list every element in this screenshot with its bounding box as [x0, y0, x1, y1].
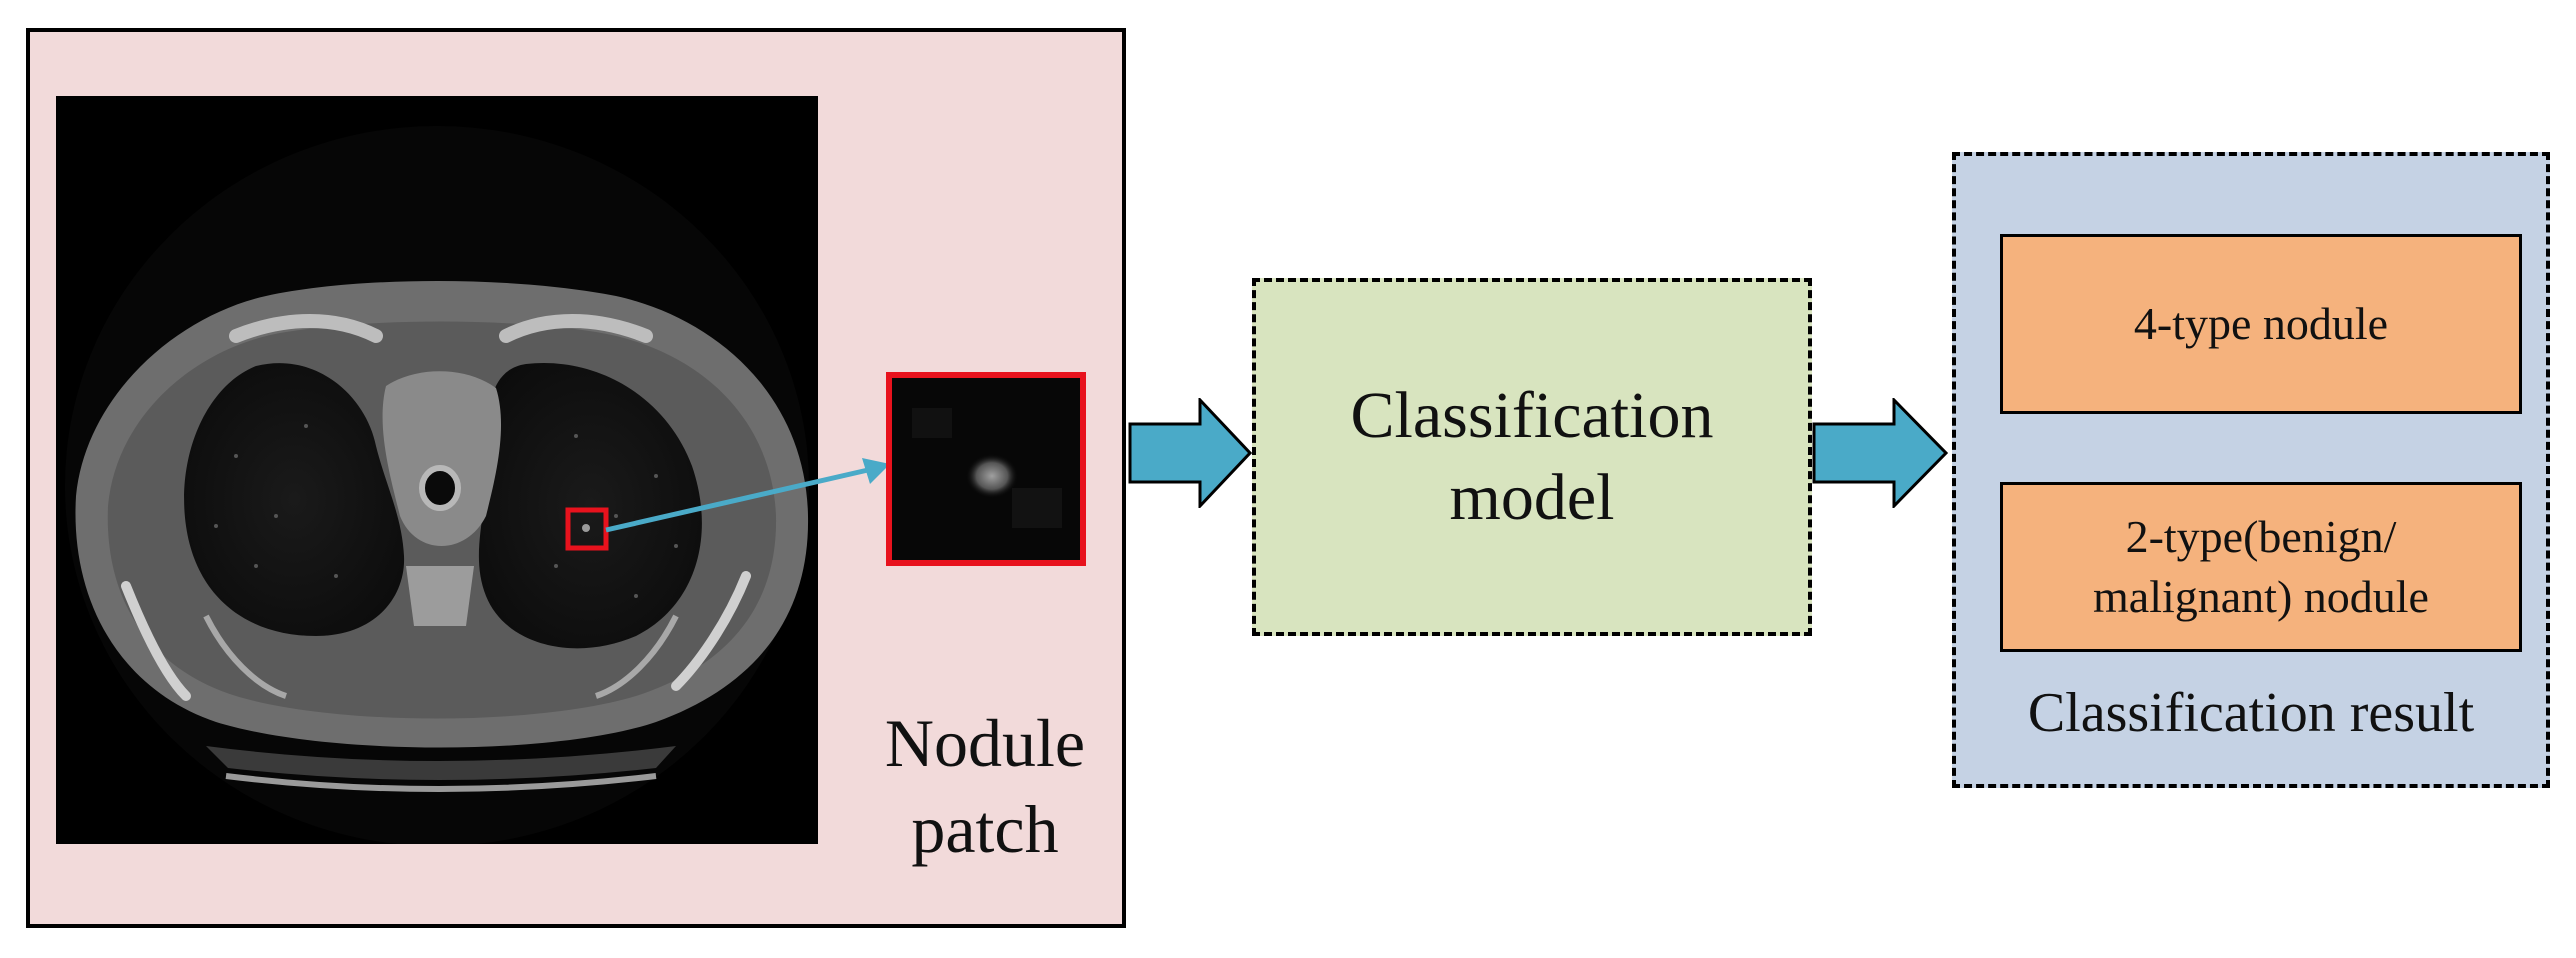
result-item-1-line1: 4-type nodule [2133, 298, 2389, 349]
nodule-patch-label: Nodule patch [860, 700, 1110, 872]
result-item-2-line1: 2-type(benign/ [2125, 511, 2397, 562]
flow-arrow-1 [1128, 398, 1252, 508]
nodule-patch-image [886, 372, 1086, 566]
classification-model-label: Classification model [1256, 375, 1808, 539]
result-item-2-line2: malignant) nodule [2093, 571, 2429, 622]
classification-result-caption: Classification result [2027, 682, 2475, 744]
nodule-patch-label-line2: patch [911, 791, 1059, 867]
flow-arrow-2 [1812, 398, 1948, 508]
ct-scan-image [56, 96, 818, 846]
classification-model-box: Classification model [1252, 278, 1812, 636]
model-label-line1: Classification [1350, 379, 1714, 452]
pointer-arrow [605, 458, 890, 533]
result-item-4-type: 4-type nodule [2000, 234, 2522, 414]
nodule-patch-label-line1: Nodule [884, 705, 1086, 781]
model-label-line2: model [1449, 461, 1615, 534]
result-item-2-type: 2-type(benign/ malignant) nodule [2000, 482, 2522, 652]
